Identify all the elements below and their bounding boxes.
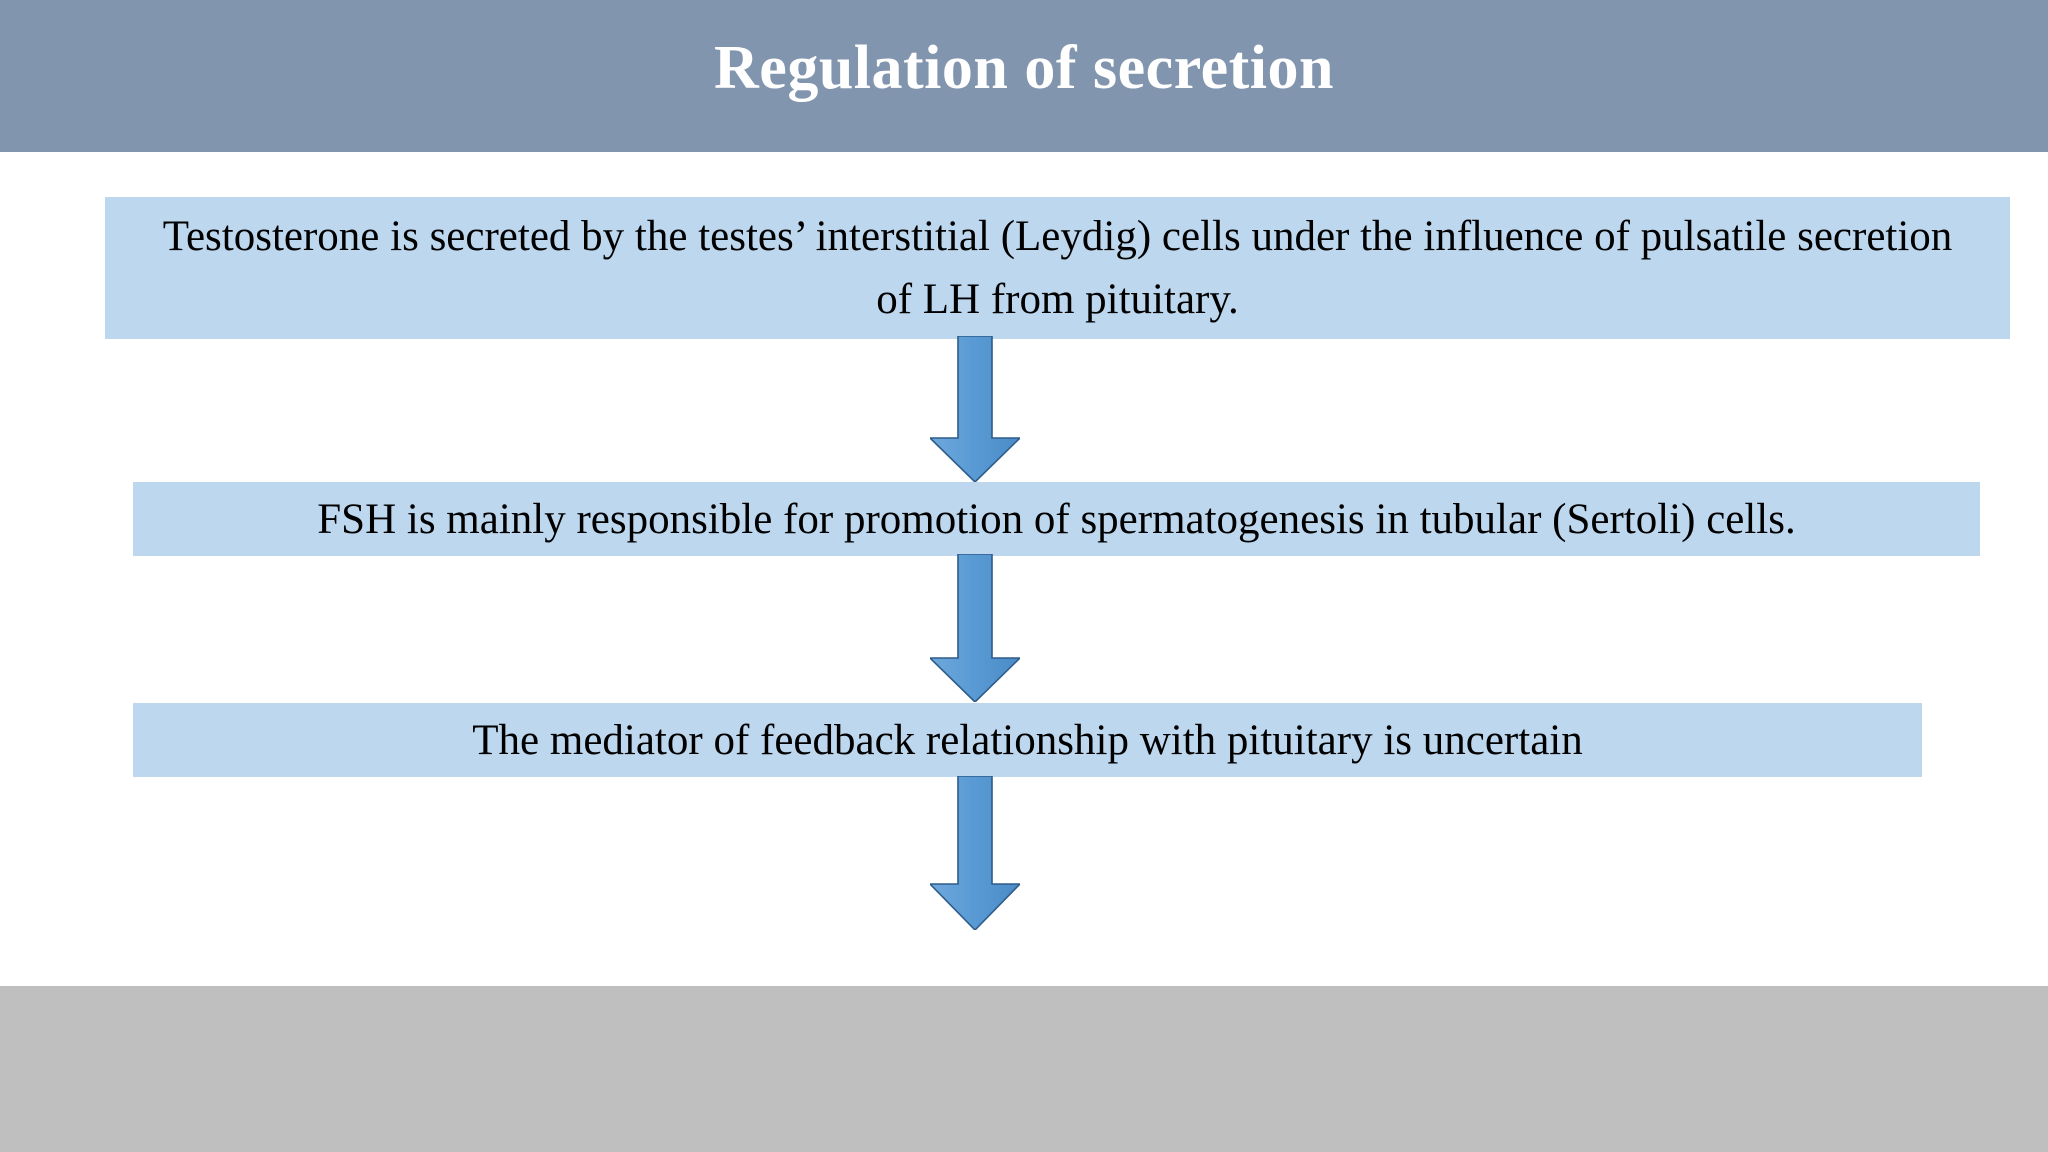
flow-step-box-2: FSH is mainly responsible for promotion … bbox=[133, 482, 1980, 556]
slide-footer-band bbox=[0, 986, 2048, 1152]
down-arrow-glyph bbox=[928, 553, 1022, 704]
down-arrow-icon bbox=[928, 775, 1022, 932]
slide-title-bar: Regulation of secretion bbox=[0, 0, 2048, 152]
down-arrow-glyph bbox=[928, 335, 1022, 484]
flow-step-box-3: The mediator of feedback relationship wi… bbox=[133, 703, 1922, 777]
page-title: Regulation of secretion bbox=[714, 34, 1334, 102]
down-arrow-glyph bbox=[928, 775, 1022, 932]
flow-step-text-3: The mediator of feedback relationship wi… bbox=[472, 716, 1583, 764]
flow-step-text-1: Testosterone is secreted by the testes’ … bbox=[162, 213, 1953, 323]
down-arrow-icon bbox=[928, 335, 1022, 484]
flow-step-text-2: FSH is mainly responsible for promotion … bbox=[317, 495, 1796, 543]
down-arrow-icon bbox=[928, 553, 1022, 704]
flow-step-box-1: Testosterone is secreted by the testes’ … bbox=[105, 197, 2010, 339]
